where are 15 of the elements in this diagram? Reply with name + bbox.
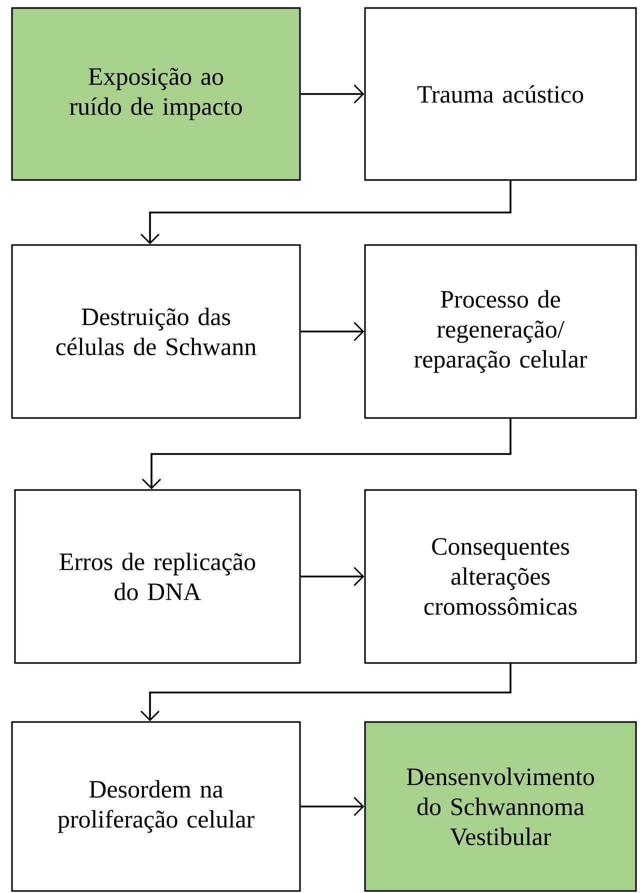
arrow <box>300 322 364 342</box>
process-box: Processo de regeneração/ reparação celular <box>364 244 637 419</box>
arrow <box>300 84 364 104</box>
arrow <box>140 180 512 244</box>
process-box: Desordem na proliferação celular <box>11 721 301 892</box>
process-box: Trauma acústico <box>364 7 637 181</box>
arrow <box>300 796 364 816</box>
arrow <box>300 566 364 586</box>
arrow <box>140 663 512 722</box>
process-box: Erros de replicação do DNA <box>14 489 301 664</box>
process-box: Consequentes alterações cromossômicas <box>364 489 637 664</box>
process-box: Destruição das células de Schwann <box>11 244 301 419</box>
arrow <box>142 418 512 490</box>
process-box: Exposição ao ruído de impacto <box>11 7 301 181</box>
process-box: Densenvolvimento do Schwannoma Vestibular <box>364 721 637 892</box>
